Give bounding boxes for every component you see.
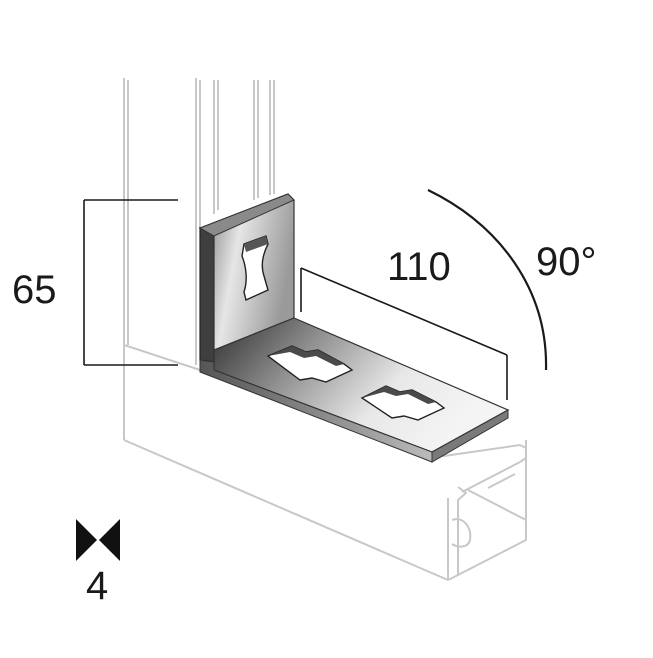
vertical-slot xyxy=(241,235,269,301)
bracket-vertical-top xyxy=(198,193,295,237)
angle-arc xyxy=(427,189,548,371)
bracket-vertical-edge xyxy=(199,226,215,363)
hole-count-label: 4 xyxy=(86,564,109,608)
hole-count-icon xyxy=(76,519,120,561)
length-dimension-line xyxy=(300,267,508,400)
height-dimension-line xyxy=(83,199,178,366)
height-label: 65 xyxy=(12,268,57,312)
channel-outline xyxy=(123,78,527,581)
length-label: 110 xyxy=(387,245,451,289)
angle-label: 90° xyxy=(536,240,597,284)
angle-bracket xyxy=(198,193,510,463)
